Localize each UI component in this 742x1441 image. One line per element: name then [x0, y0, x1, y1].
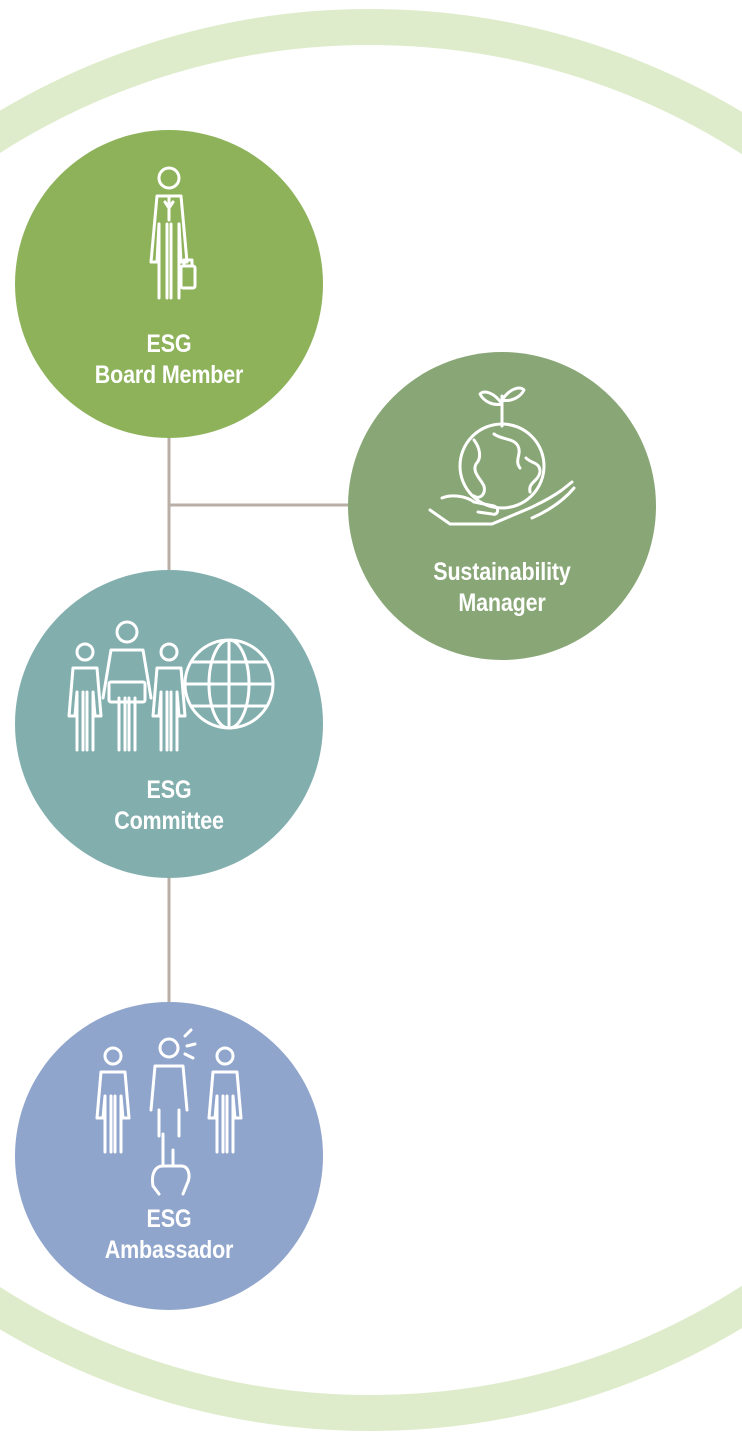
ambassador-label: ESG Ambassador [37, 1204, 302, 1266]
board-member-label: ESG Board Member [37, 329, 302, 391]
committee-label: ESG Committee [37, 775, 302, 837]
group-raised-hand-icon [15, 1026, 323, 1196]
sustainability-manager-label: Sustainability Manager [370, 557, 635, 619]
ambassador-label-line1: ESG [146, 1205, 192, 1233]
group-with-globe-icon [15, 614, 323, 756]
node-esg-board-member: ESG Board Member [15, 130, 323, 438]
globe-in-hands-sprout-icon [348, 378, 656, 528]
committee-label-line2: Committee [114, 807, 224, 835]
node-sustainability-manager: Sustainability Manager [348, 352, 656, 660]
ambassador-label-line2: Ambassador [104, 1236, 234, 1264]
committee-label-line1: ESG [146, 776, 192, 804]
node-esg-committee: ESG Committee [15, 570, 323, 878]
board-member-label-line1: ESG [146, 330, 192, 358]
board-member-label-line2: Board Member [94, 361, 244, 389]
node-esg-ambassador: ESG Ambassador [15, 1002, 323, 1310]
sustainability-manager-label-line1: Sustainability [433, 558, 571, 586]
businessperson-briefcase-icon [15, 162, 323, 302]
outer-ring [0, 9, 742, 1431]
sustainability-manager-label-line2: Manager [458, 589, 546, 617]
